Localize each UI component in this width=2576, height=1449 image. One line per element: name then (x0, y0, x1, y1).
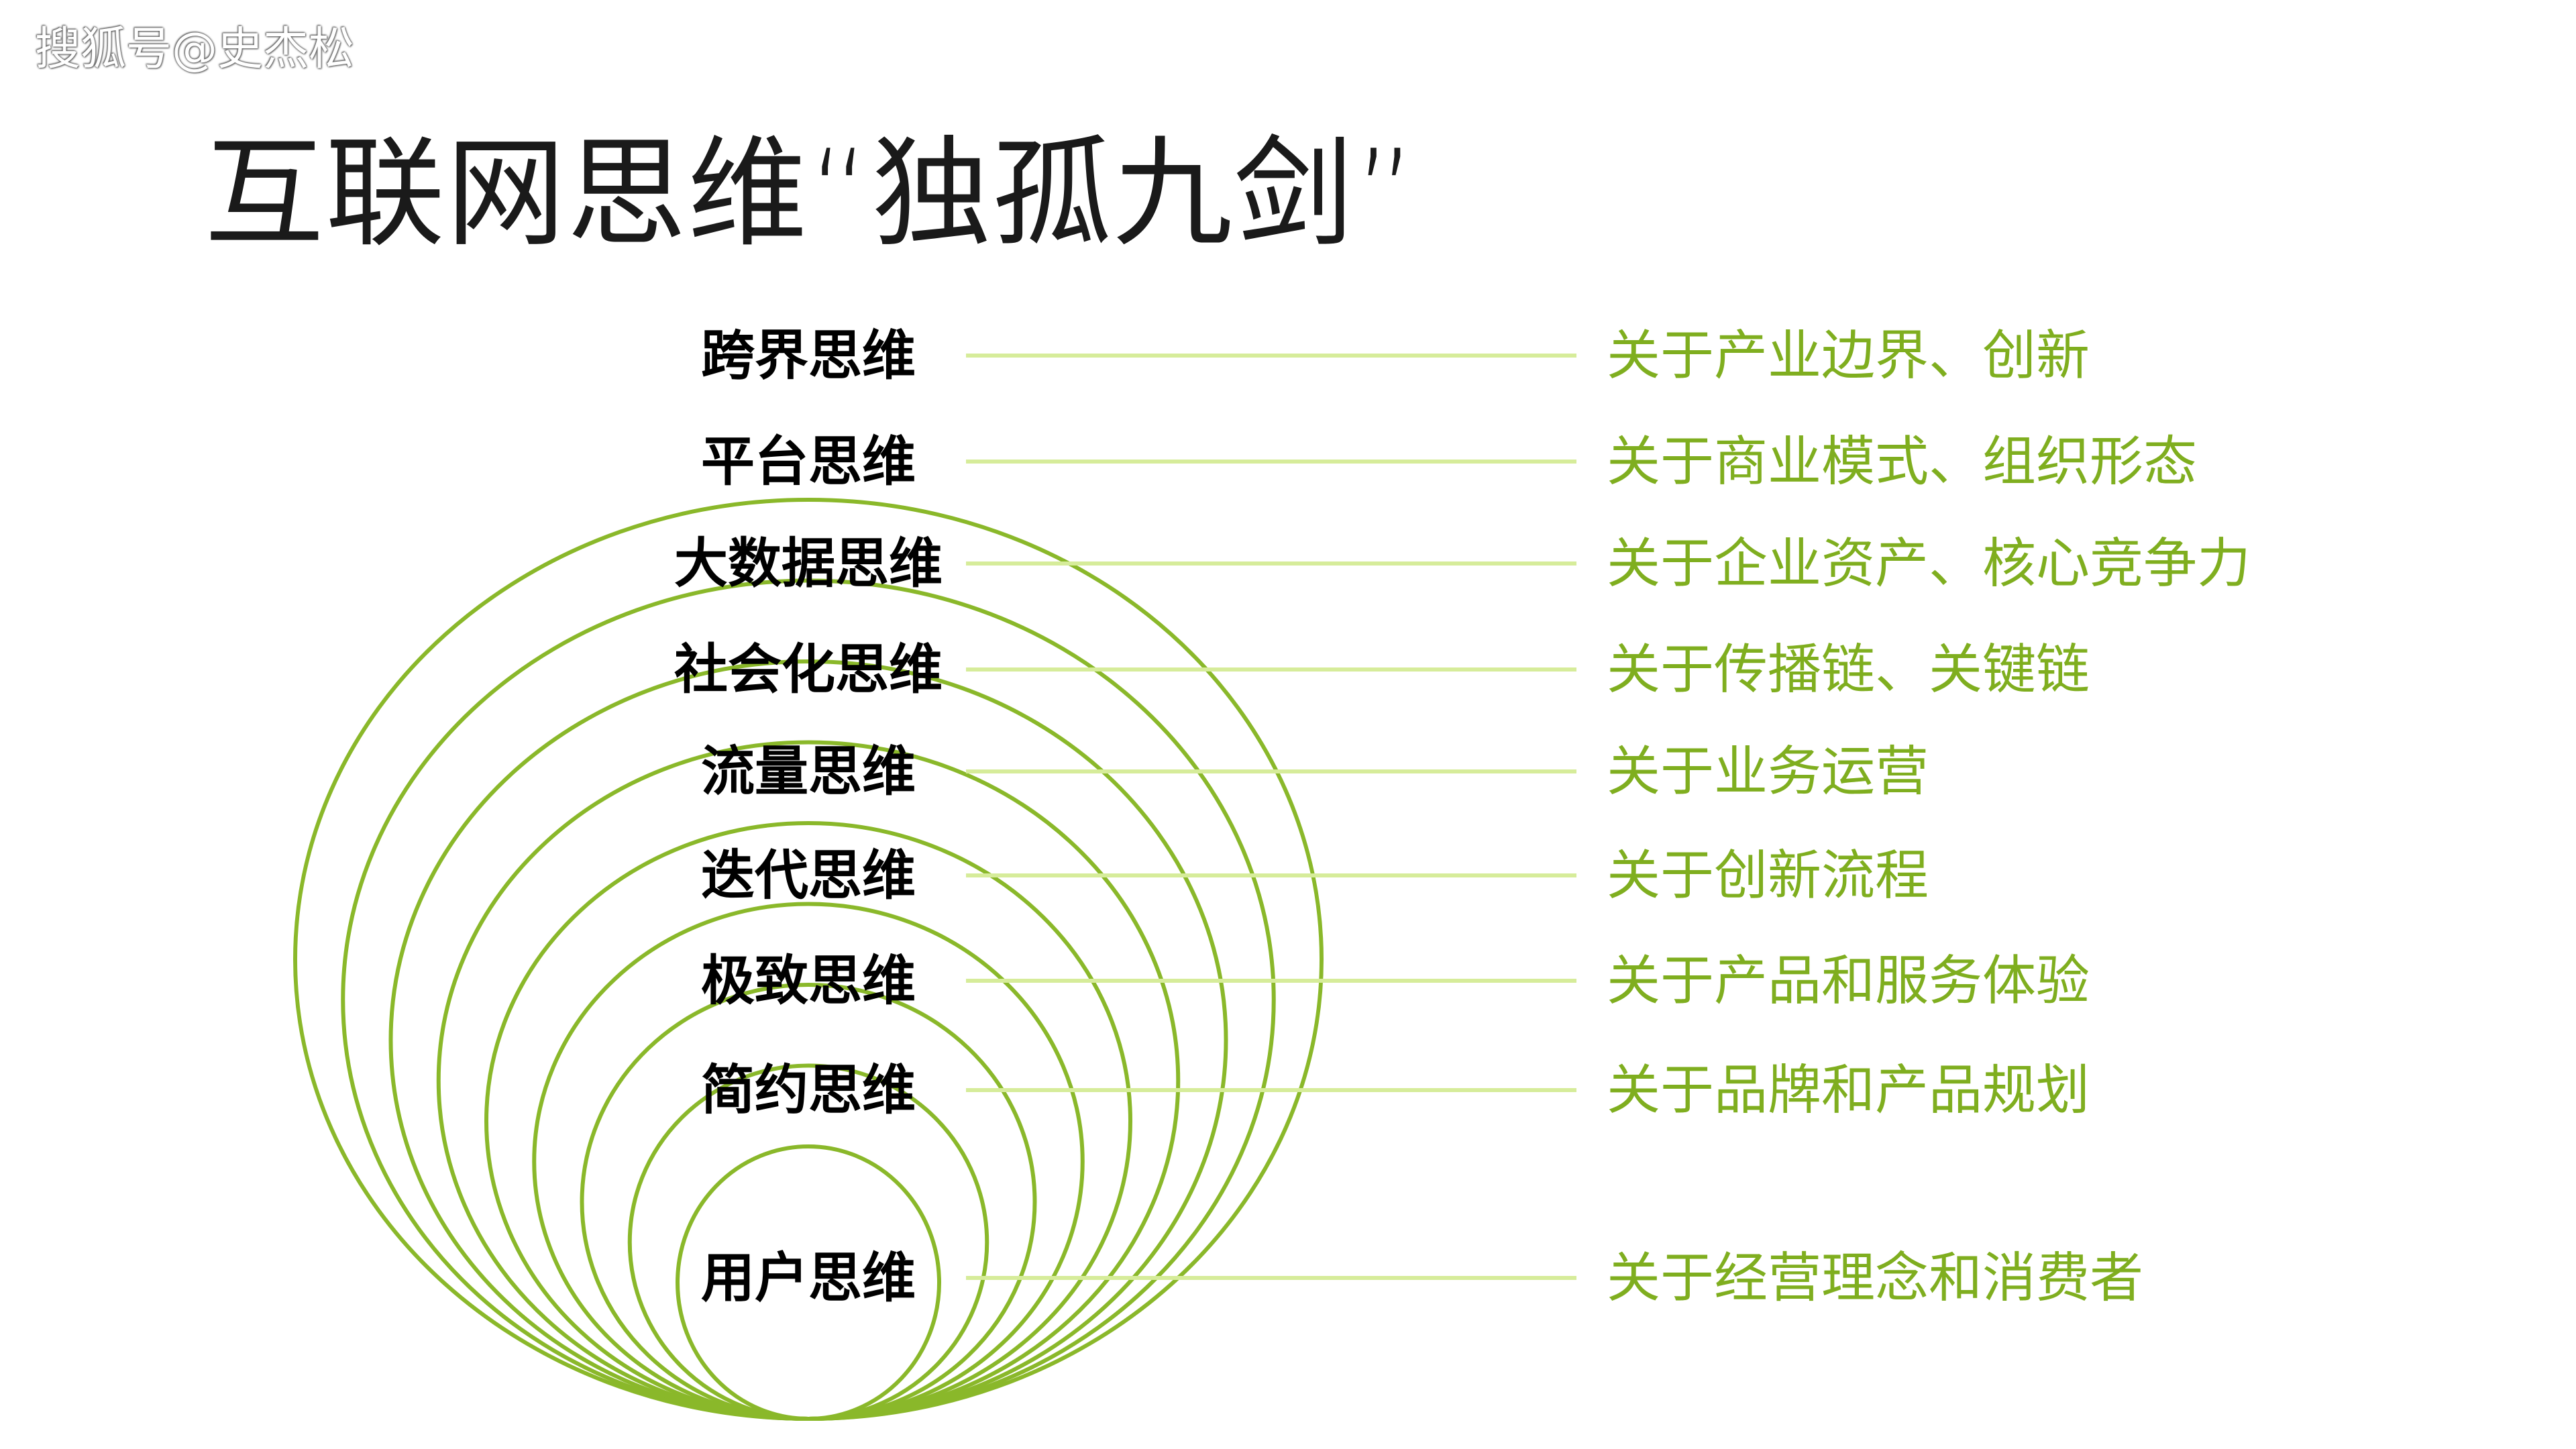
ring-9 (676, 1144, 941, 1421)
layer-label-3: 大数据思维 (674, 533, 943, 595)
watermark: 搜狐号@史杰松 (35, 23, 355, 76)
layer-description-3: 关于企业资产、核心竞争力 (1607, 533, 2251, 595)
layer-description-2: 关于商业模式、组织形态 (1607, 431, 2197, 493)
layer-label-7: 极致思维 (701, 950, 916, 1012)
layer-description-4: 关于传播链、关键链 (1607, 639, 2090, 701)
rings-group (293, 498, 1324, 1421)
layer-description-1: 关于产业边界、创新 (1607, 325, 2090, 387)
layer-description-8: 关于品牌和产品规划 (1607, 1059, 2090, 1122)
layer-label-4: 社会化思维 (674, 639, 943, 701)
ring-7 (580, 983, 1037, 1421)
descriptions-group: 关于产业边界、创新关于商业模式、组织形态关于企业资产、核心竞争力关于传播链、关键… (1607, 325, 2251, 1309)
layer-description-9: 关于经营理念和消费者 (1607, 1247, 2143, 1309)
layer-description-6: 关于创新流程 (1607, 845, 1929, 907)
connectors-group (966, 354, 1576, 1280)
layer-label-9: 用户思维 (701, 1247, 916, 1309)
layer-label-6: 迭代思维 (701, 845, 916, 907)
page-title: 互联网思维“独孤九剑” (205, 124, 1418, 263)
layer-label-8: 简约思维 (701, 1059, 916, 1122)
layer-description-5: 关于业务运营 (1607, 741, 1929, 803)
layer-label-5: 流量思维 (701, 741, 916, 803)
layer-description-7: 关于产品和服务体验 (1607, 950, 2090, 1012)
layer-label-1: 跨界思维 (701, 325, 916, 387)
layer-label-2: 平台思维 (701, 431, 916, 493)
